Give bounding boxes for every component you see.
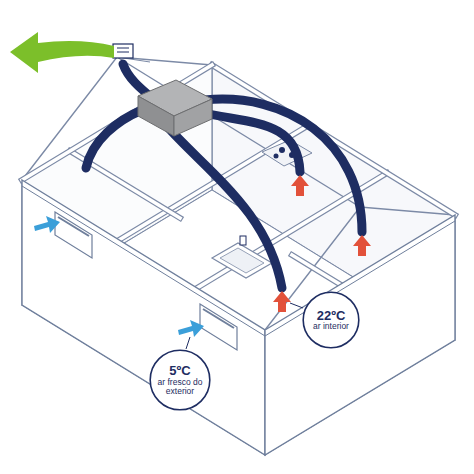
extract-air-arrow: [291, 175, 309, 196]
unit-side: [174, 99, 212, 136]
window: [55, 212, 92, 258]
roof-vent: [113, 44, 133, 58]
extract-air-arrow: [353, 235, 371, 256]
wall-top: [22, 65, 212, 180]
temperature-value: 22ºC: [306, 309, 356, 323]
wall-edge: [22, 186, 265, 336]
air-description: ar fresco do exterior: [155, 378, 205, 396]
window-vent: [58, 217, 89, 236]
leader-line: [186, 337, 190, 349]
extract-air-arrow: [273, 291, 291, 312]
bathtub: [212, 243, 272, 278]
supply-duct: [86, 110, 142, 168]
temperature-callout: 5ºCar fresco do exterior: [149, 349, 211, 411]
leader-line: [290, 303, 303, 308]
fresh-air-arrow: [178, 320, 204, 337]
partition-wall: [119, 125, 309, 240]
extract-duct: [200, 112, 300, 172]
wall-edge: [265, 221, 455, 336]
control-switch: [240, 236, 246, 245]
wall-top: [212, 65, 455, 215]
text-area: 22ºCar interior: [302, 291, 360, 349]
circle-outline: [150, 350, 210, 410]
front-wall: [22, 180, 265, 455]
left-gable: [22, 57, 212, 180]
wall-top: [212, 65, 455, 215]
extract-duct: [205, 99, 362, 232]
exhaust-arrow: [10, 32, 114, 73]
window-vent: [203, 309, 234, 328]
circle-outline: [303, 292, 359, 348]
wall-top: [22, 65, 212, 180]
fresh-air-arrow: [34, 216, 60, 233]
vent-cap: [113, 44, 133, 58]
air-description: ar interior: [306, 322, 356, 331]
text-area: 5ºCar fresco do exterior: [149, 349, 211, 411]
window: [200, 304, 237, 350]
temperature-callout: 22ºCar interior: [302, 291, 360, 349]
partition-wall: [119, 125, 309, 240]
side-wall: [265, 215, 455, 455]
bathtub-rim: [212, 243, 272, 278]
bathtub-basin: [220, 248, 264, 273]
extract-duct: [165, 124, 282, 288]
vent-slat: [117, 52, 129, 53]
ventilation-unit: [138, 80, 212, 136]
vent-slat: [117, 48, 129, 49]
unit-side: [138, 96, 174, 136]
temperature-value: 5ºC: [155, 364, 205, 378]
hob-burner: [279, 147, 285, 153]
hob-burner: [274, 154, 279, 159]
